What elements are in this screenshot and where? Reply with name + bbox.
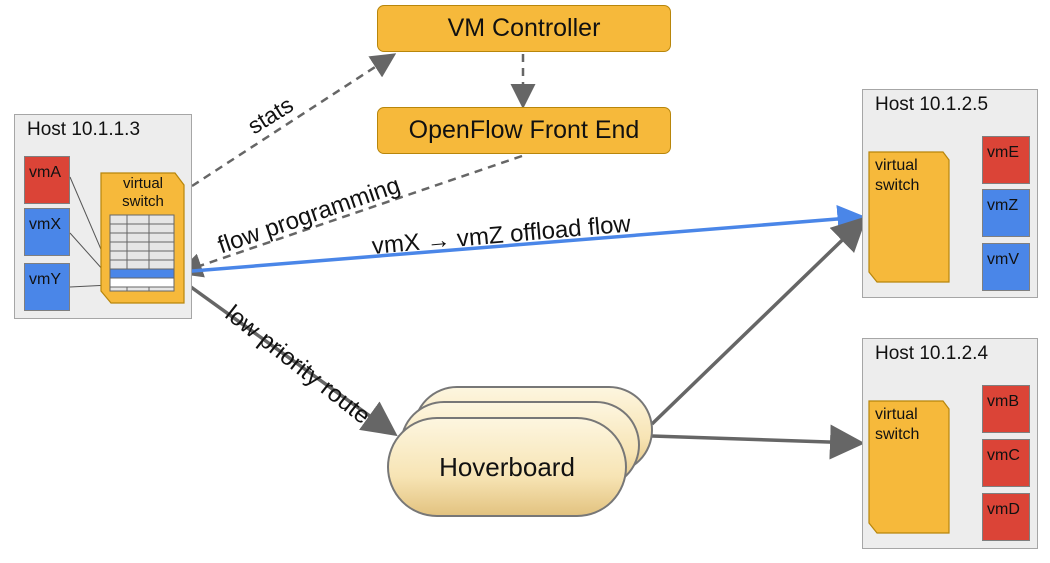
- vm-v: vmV: [982, 243, 1030, 291]
- flow-programming-arrow: [177, 154, 523, 278]
- vm-c: vmC: [982, 439, 1030, 487]
- vm-controller-label: VM Controller: [447, 14, 601, 42]
- offload-flow-arrow: [179, 205, 866, 274]
- vm-d: vmD: [982, 493, 1030, 541]
- virtual-switch-label: virtual switch: [875, 406, 920, 443]
- vm-controller-box: VM Controller: [377, 5, 671, 52]
- hoverboard-to-host125-arrow: [650, 216, 868, 426]
- virtual-switch-label: virtual switch: [122, 175, 164, 210]
- stats-arrow: [191, 53, 397, 188]
- low-priority-route-arrow: [182, 280, 398, 437]
- host-label: Host 10.1.1.3: [27, 119, 141, 140]
- openflow-front-end-box: OpenFlow Front End: [377, 107, 671, 154]
- virtual-switch-shape: [868, 151, 950, 283]
- host-10-1-2-4: Host 10.1.2.4 virtual switch vmB vmC vmD: [862, 338, 1038, 549]
- hoverboard-stack: [387, 386, 653, 517]
- virtual-switch-with-flow-table: [69, 172, 185, 304]
- virtual-switch-shape: [868, 400, 950, 534]
- openflow-front-end-label: OpenFlow Front End: [408, 116, 640, 144]
- vm-z: vmZ: [982, 189, 1030, 237]
- hoverboard-to-host124-arrow: [651, 424, 865, 460]
- virtual-switch-label: virtual switch: [875, 157, 920, 194]
- vm-a: vmA: [24, 156, 70, 204]
- hoverboard-label: Hoverboard: [439, 452, 575, 482]
- host-label: Host 10.1.2.5: [875, 94, 989, 115]
- host-10-1-2-5: Host 10.1.2.5 virtual switch vmE vmZ vmV: [862, 89, 1038, 298]
- host-10-1-1-3: Host 10.1.1.3 vmA vmX vmY: [14, 114, 192, 319]
- vm-y: vmY: [24, 263, 70, 311]
- vm-b: vmB: [982, 385, 1030, 433]
- vm-e: vmE: [982, 136, 1030, 184]
- host-label: Host 10.1.2.4: [875, 343, 989, 364]
- vm-x: vmX: [24, 208, 70, 256]
